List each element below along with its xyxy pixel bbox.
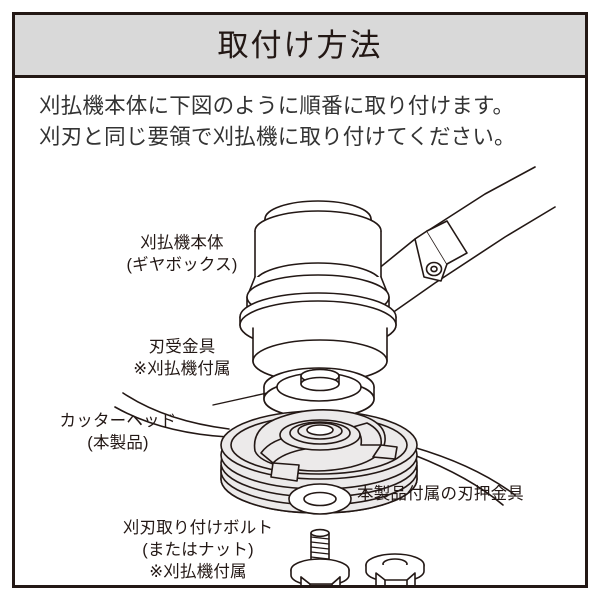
drive-shaft-graphic bbox=[345, 166, 556, 326]
trimmer-line-graphic bbox=[114, 392, 516, 506]
gearbox-graphic bbox=[239, 200, 397, 383]
intro-text: 刈払機本体に下図のように順番に取り付けます。 刈刃と同じ要領で刈払機に取り付けて… bbox=[39, 94, 516, 149]
label-blade-presser: 本製品付属の刃押金具 bbox=[357, 485, 524, 503]
presser-washer-graphic bbox=[288, 483, 352, 515]
label-gearbox: 刈払機本体 (ギヤボックス) bbox=[126, 234, 238, 274]
leader-lines bbox=[212, 392, 268, 406]
instruction-panel: 取付け方法 刈払機本体に下図のように順番に取り付けます。 刈刃と同じ要領で刈払機… bbox=[12, 12, 588, 588]
label-cutter-head: カッターヘッド (本製品) bbox=[59, 412, 177, 452]
hex-flange-nut-graphic bbox=[365, 553, 425, 585]
label-mounting-bolt: 刈刃取り付けボルト (またはナット) ※刈払機付属 bbox=[122, 519, 274, 581]
label-blade-holder: 刃受金具 ※刈払機付属 bbox=[133, 338, 231, 378]
assembly-diagram bbox=[15, 165, 585, 585]
page-title: 取付け方法 bbox=[217, 27, 383, 63]
cutter-head-graphic bbox=[220, 409, 418, 514]
hex-flange-bolt-graphic bbox=[290, 528, 350, 585]
panel-header: 取付け方法 bbox=[15, 15, 585, 78]
blade-holder-graphic bbox=[263, 367, 375, 419]
